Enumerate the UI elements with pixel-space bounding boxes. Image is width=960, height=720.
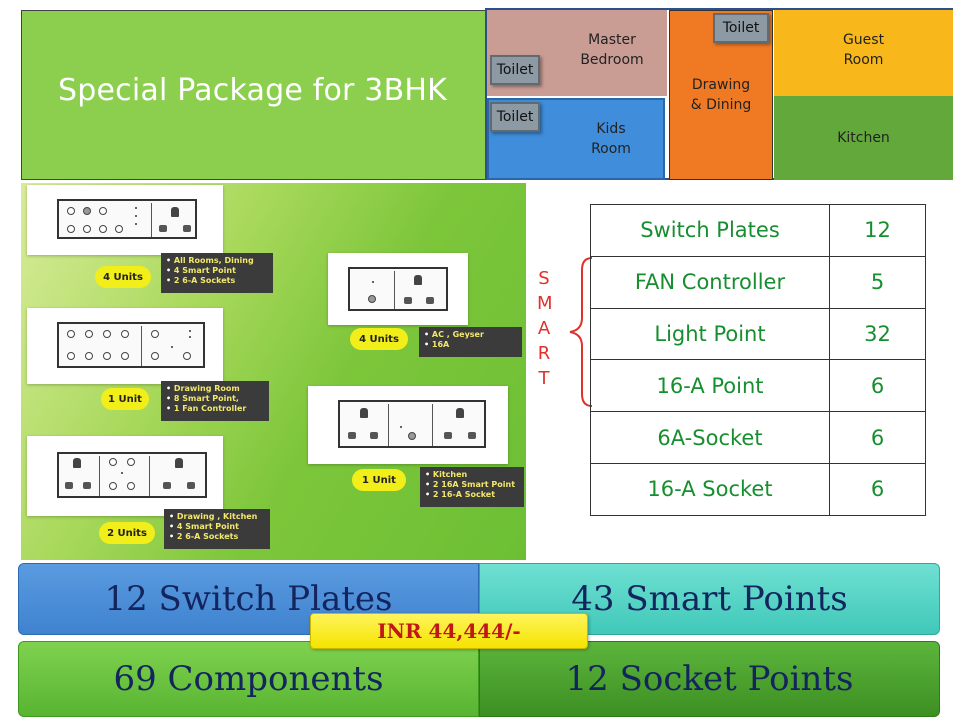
price-badge: INR 44,444/-	[310, 613, 588, 649]
desc-line: 8 Smart Point,	[166, 394, 264, 404]
product-description: Drawing Room 8 Smart Point, 1 Fan Contro…	[161, 381, 269, 421]
units-badge: 4 Units	[350, 328, 408, 350]
switch-plate-image	[328, 253, 468, 325]
page-title: Special Package for 3BHK	[58, 73, 447, 108]
table-cell-item: 16-A Socket	[590, 462, 830, 516]
room-label: Guest Room	[842, 32, 885, 68]
switch-plate	[57, 452, 207, 498]
smart-letter: T	[538, 368, 550, 389]
product-description: AC , Geyser 16A	[419, 327, 522, 357]
table-row: FAN Controller 5	[590, 255, 926, 309]
desc-line: 2 6-A Sockets	[166, 276, 268, 286]
title-panel: Special Package for 3BHK	[21, 10, 486, 180]
floor-plan: Master Bedroom Kids Room Drawing & Dinin…	[485, 8, 953, 180]
product-description: All Rooms, Dining 4 Smart Point 2 6-A So…	[161, 253, 273, 293]
switch-plate-image	[27, 185, 223, 255]
product-description: Drawing , Kitchen 4 Smart Point 2 6-A So…	[164, 509, 270, 549]
desc-line: AC , Geyser	[424, 330, 517, 340]
desc-line: 2 16-A Socket	[425, 490, 519, 500]
room-kitchen: Kitchen	[774, 96, 953, 180]
desc-line: Kitchen	[425, 470, 519, 480]
table-cell-qty: 12	[829, 204, 926, 257]
toilet-master: Toilet	[490, 55, 540, 85]
smart-label: S M A R T	[537, 266, 553, 391]
summary-switch-plates: 12 Switch Plates	[18, 563, 479, 635]
room-label: Drawing & Dining	[690, 77, 752, 113]
smart-letter: M	[537, 293, 553, 314]
desc-line: 2 16A Smart Point	[425, 480, 519, 490]
table-row: 16-A Point 6	[590, 359, 926, 413]
room-label: Master Bedroom	[580, 32, 644, 68]
switch-plate-image	[308, 386, 508, 464]
desc-line: 1 Fan Controller	[166, 404, 264, 414]
desc-line: All Rooms, Dining	[166, 256, 268, 266]
desc-line: Drawing Room	[166, 384, 264, 394]
table-cell-item: 16-A Point	[590, 359, 830, 413]
switch-plate	[348, 267, 448, 311]
switch-plate	[57, 199, 197, 239]
smart-letter: S	[538, 268, 550, 289]
table-row: Light Point 32	[590, 307, 926, 361]
units-badge: 1 Unit	[101, 388, 149, 410]
table-cell-item: Light Point	[590, 307, 830, 361]
switch-plate-image	[27, 436, 223, 516]
table-cell-item: FAN Controller	[590, 255, 830, 309]
table-cell-qty: 6	[829, 462, 926, 516]
desc-line: 4 Smart Point	[166, 266, 268, 276]
desc-line: 2 6-A Sockets	[169, 532, 265, 542]
toilet-kids: Toilet	[490, 102, 540, 132]
table-row: Switch Plates 12	[590, 204, 926, 257]
room-guest: Guest Room	[774, 10, 953, 96]
switch-plate	[338, 400, 486, 448]
switch-plate-image	[27, 308, 223, 384]
smart-letter: R	[537, 343, 551, 364]
table-cell-qty: 6	[829, 359, 926, 413]
product-description: Kitchen 2 16A Smart Point 2 16-A Socket	[420, 467, 524, 507]
summary-socket-points: 12 Socket Points	[479, 641, 940, 717]
desc-line: 16A	[424, 340, 517, 350]
units-badge: 2 Units	[99, 522, 155, 544]
room-label: Kitchen	[837, 130, 890, 146]
summary-components: 69 Components	[18, 641, 479, 717]
room-label: Kids Room	[591, 121, 631, 157]
units-badge: 4 Units	[95, 266, 151, 288]
table-cell-item: Switch Plates	[590, 204, 830, 257]
curly-brace-icon	[569, 257, 593, 407]
smart-letter: A	[537, 318, 551, 339]
spec-table: Switch Plates 12 FAN Controller 5 Light …	[590, 204, 926, 516]
desc-line: Drawing , Kitchen	[169, 512, 265, 522]
table-row: 6A-Socket 6	[590, 411, 926, 464]
table-cell-item: 6A-Socket	[590, 411, 830, 464]
toilet-common: Toilet	[713, 13, 769, 43]
product-panel: 4 Units All Rooms, Dining 4 Smart Point …	[21, 183, 526, 560]
switch-plate	[57, 322, 205, 368]
desc-line: 4 Smart Point	[169, 522, 265, 532]
table-cell-qty: 32	[829, 307, 926, 361]
units-badge: 1 Unit	[352, 469, 406, 491]
table-cell-qty: 5	[829, 255, 926, 309]
table-row: 16-A Socket 6	[590, 462, 926, 516]
table-cell-qty: 6	[829, 411, 926, 464]
